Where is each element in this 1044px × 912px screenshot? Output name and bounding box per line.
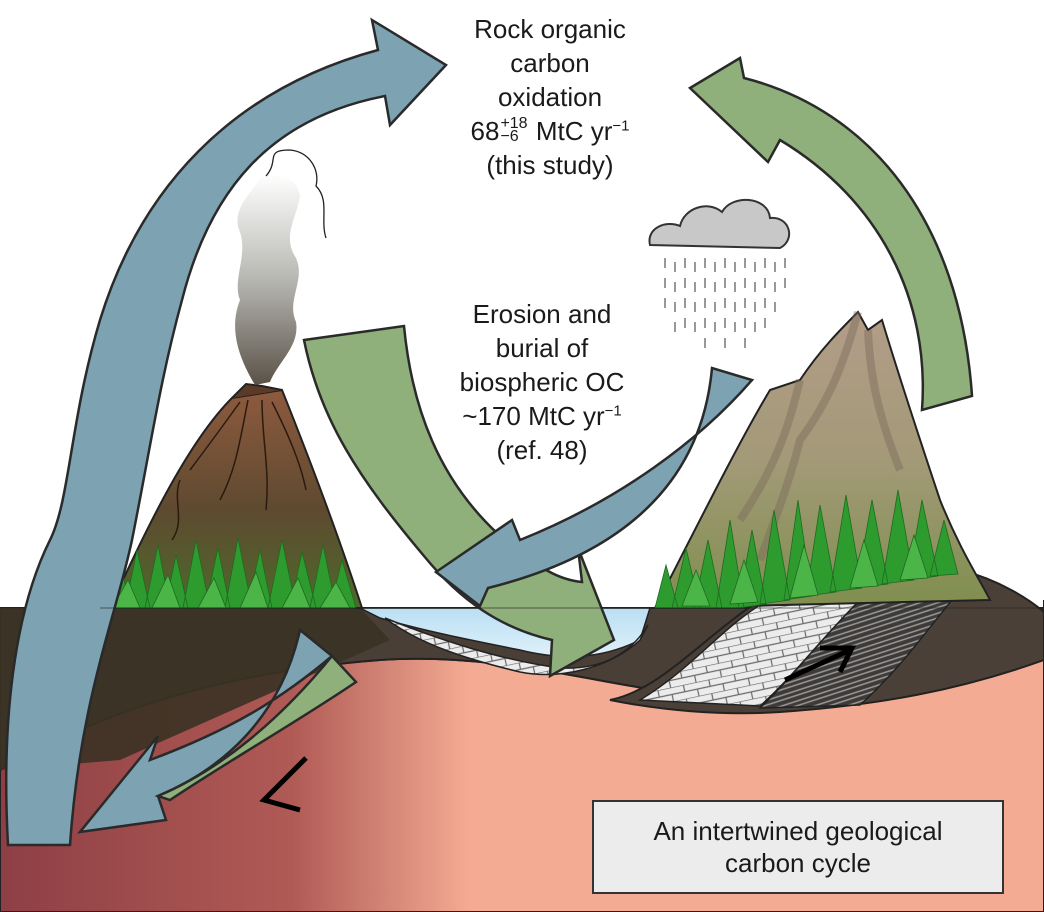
erosion-burial-line2: burial of [495,333,589,363]
volcano [108,382,364,609]
green-arrow-weathering [687,56,974,412]
erosion-burial-value-exp: −1 [604,402,622,420]
erosion-burial-line1: Erosion and [472,299,612,329]
rock-oxidation-source: (this study) [486,150,614,180]
rock-oxidation-value: 68+18−6 MtC yr−1 [430,114,670,148]
rock-oxidation-line3: oxidation [497,82,603,112]
rock-oxidation-line1: Rock organic [474,14,626,44]
rock-oxidation-unit-exp: −1 [612,117,630,135]
erosion-burial-source: (ref. 48) [496,435,588,465]
erosion-burial-value: ~170 MtC yr−1 [432,399,652,433]
rock-oxidation-minus: −6 [500,128,519,146]
uplifted-strata [609,565,1044,715]
caption-line2: carbon cycle [725,848,871,878]
green-arrow-subduction [154,654,358,802]
erosion-burial-value-text: ~170 MtC yr [462,401,605,431]
sedimentary-beds [384,617,649,676]
blue-arrow-outgassing [5,17,448,847]
rain-cloud [648,198,791,348]
erosion-burial-line3: biospheric OC [459,367,625,397]
rock-oxidation-line2: carbon [510,48,590,78]
thrust-fault-arrow [783,645,857,683]
caption-line1: An intertwined geological [653,816,943,846]
caption-box: An intertwined geological carbon cycle [592,800,1004,894]
subduction-sense-arrow [259,756,308,813]
erosion-burial-label: Erosion and burial of biospheric OC ~170… [432,297,652,467]
rock-oxidation-value-main: 68 [470,116,500,146]
green-arrow-erosion [302,324,616,679]
rock-oxidation-label: Rock organic carbon oxidation 68+18−6 Mt… [430,12,670,182]
mountain [653,310,992,610]
rock-oxidation-unit: MtC yr [535,116,613,146]
blue-arrow-subduction [77,627,334,834]
rock-oxidation-plus: +18 [500,115,528,133]
volcanic-plume [235,149,327,385]
rock-oxidation-uncertainty: +18−6 [500,115,528,146]
mountain-forest [654,489,959,609]
volcano-forest [109,537,357,609]
blue-arrow-runoff [433,366,755,608]
